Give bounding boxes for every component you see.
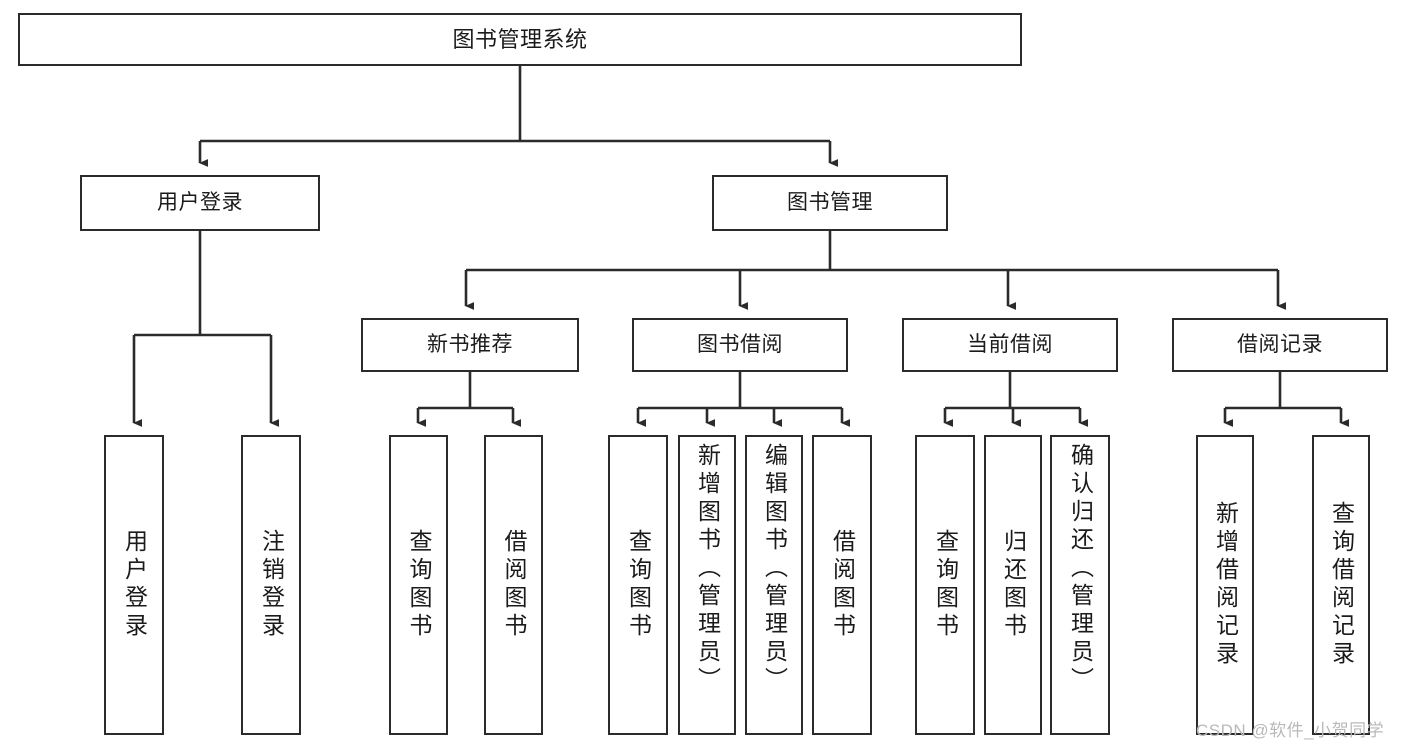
leaf-node-label: 借阅图书 — [829, 529, 856, 641]
node-root-label: 图书管理系统 — [452, 26, 588, 52]
leaf-node-label: 查询图书 — [932, 529, 959, 641]
leaf-node[interactable]: 查询图书 — [608, 435, 668, 735]
leaf-node[interactable]: 新增借阅记录 — [1196, 435, 1254, 735]
leaf-node[interactable]: 借阅图书 — [812, 435, 872, 735]
leaf-node[interactable]: 确认归还（管理员） — [1050, 435, 1110, 735]
leaf-node-label: 查询图书 — [625, 529, 652, 641]
leaf-node[interactable]: 归还图书 — [984, 435, 1042, 735]
node-root[interactable]: 图书管理系统 — [18, 13, 1022, 66]
leaf-node[interactable]: 查询借阅记录 — [1312, 435, 1370, 735]
leaf-node-label: 新增借阅记录 — [1212, 501, 1239, 669]
leaf-node-label: 用户登录 — [121, 529, 148, 641]
leaf-node-label: 确认归还（管理员） — [1067, 443, 1094, 695]
leaf-node[interactable]: 用户登录 — [104, 435, 164, 735]
node-book-management[interactable]: 图书管理 — [712, 175, 948, 231]
leaf-node[interactable]: 新增图书（管理员） — [678, 435, 736, 735]
leaf-node-label: 归还图书 — [1000, 529, 1027, 641]
csdn-watermark: CSDN @软件_小贺同学 — [1196, 721, 1385, 740]
node-borrow-record[interactable]: 借阅记录 — [1172, 318, 1388, 372]
node-borrow-record-label: 借阅记录 — [1237, 332, 1323, 356]
leaf-node-label: 借阅图书 — [501, 529, 527, 641]
node-user-login-label: 用户登录 — [157, 190, 243, 214]
leaf-node-label: 查询图书 — [406, 529, 432, 641]
node-book-borrow-label: 图书借阅 — [697, 332, 783, 356]
node-book-management-label: 图书管理 — [787, 190, 873, 214]
leaf-node-label: 查询借阅记录 — [1328, 501, 1355, 669]
node-new-book-recommend-label: 新书推荐 — [427, 332, 513, 356]
leaf-node-label: 注销登录 — [258, 529, 285, 641]
node-current-borrow-label: 当前借阅 — [967, 332, 1053, 356]
leaf-node[interactable]: 注销登录 — [241, 435, 301, 735]
node-book-borrow[interactable]: 图书借阅 — [632, 318, 848, 372]
leaf-node[interactable]: 编辑图书（管理员） — [745, 435, 803, 735]
node-current-borrow[interactable]: 当前借阅 — [902, 318, 1118, 372]
node-new-book-recommend[interactable]: 新书推荐 — [361, 318, 579, 372]
node-user-login[interactable]: 用户登录 — [80, 175, 320, 231]
leaf-node-label: 编辑图书（管理员） — [761, 443, 788, 695]
leaf-node[interactable]: 借阅图书 — [484, 435, 543, 735]
leaf-node[interactable]: 查询图书 — [915, 435, 975, 735]
leaf-node-label: 新增图书（管理员） — [694, 443, 721, 695]
leaf-node[interactable]: 查询图书 — [389, 435, 448, 735]
